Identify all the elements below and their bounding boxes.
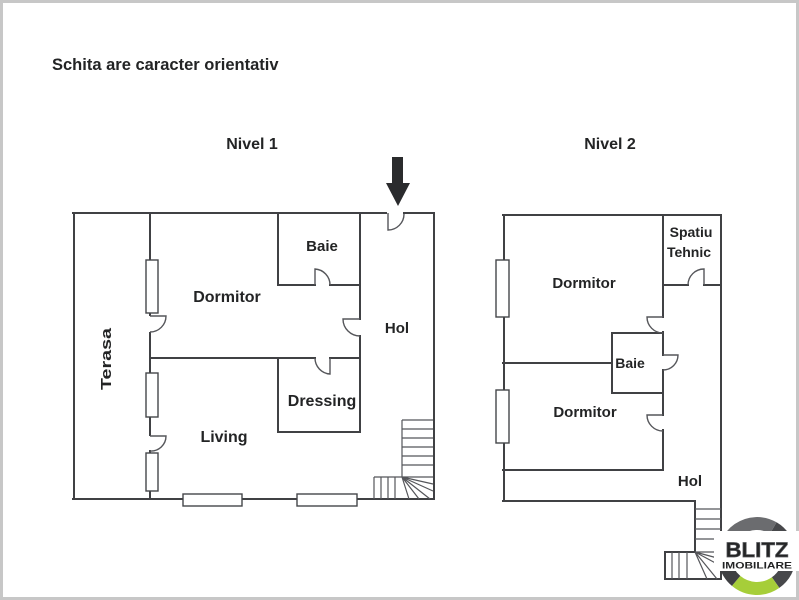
blitz-logo: BLITZ IMOBILIARE [714,517,799,595]
level2-walls [502,214,722,580]
window [182,493,243,507]
disclaimer-note: Schita are caracter orientativ [52,56,279,74]
level1-dormitor-door-arc [342,318,361,337]
room-label-hol: Hol [385,320,409,337]
room-label-living: Living [200,429,247,446]
level2-spatiu-tehnic-door-arc [687,268,705,286]
level1-terasa-living-door-arc [149,435,167,452]
room-label-dormitor: Dormitor [193,289,261,306]
room-label-hol: Hol [678,473,702,490]
level2-dormitor-top-door-arc [646,316,664,334]
room-label-dormitor-top: Dormitor [552,275,615,292]
room-label-terasa: Terasa [98,327,115,390]
logo-text-band [714,531,799,571]
room-label-dressing: Dressing [288,393,356,410]
level1-terasa-dormitor-door-arc [149,315,167,333]
room-label-baie: Baie [615,355,645,371]
room-label-tehnic: Tehnic [667,244,711,260]
window [296,493,358,507]
level1-dressing-door-arc [314,357,331,375]
window [145,372,159,418]
level2-baie-door-arc [662,354,679,371]
level1-baie-door-arc [314,268,331,286]
level2-stairs [671,508,722,580]
level1-plan: Nivel 1 Dormitor Baie Hol Dressing Livin… [72,136,435,507]
room-label-baie: Baie [306,238,338,255]
room-label-dormitor-bottom: Dormitor [553,404,616,421]
window [145,452,159,492]
entrance-arrow-icon [386,157,410,206]
level1-title: Nivel 1 [226,136,278,153]
logo-brand-text: BLITZ [726,539,789,562]
logo-tagline-text: IMOBILIARE [722,561,792,572]
window [495,389,510,444]
level1-stairs [373,419,434,500]
level1-entrance-door-arc [387,213,405,231]
window [145,259,159,314]
level1-walls [72,212,435,500]
logo-ring-segment-green [731,575,780,595]
room-label-spatiu: Spatiu [670,224,713,240]
window [495,259,510,318]
level2-title: Nivel 2 [584,136,636,153]
level2-dormitor-bottom-door-arc [646,414,664,432]
level2-plan: Nivel 2 Dormitor Spatiu Tehnic Baie Dorm… [495,136,722,580]
